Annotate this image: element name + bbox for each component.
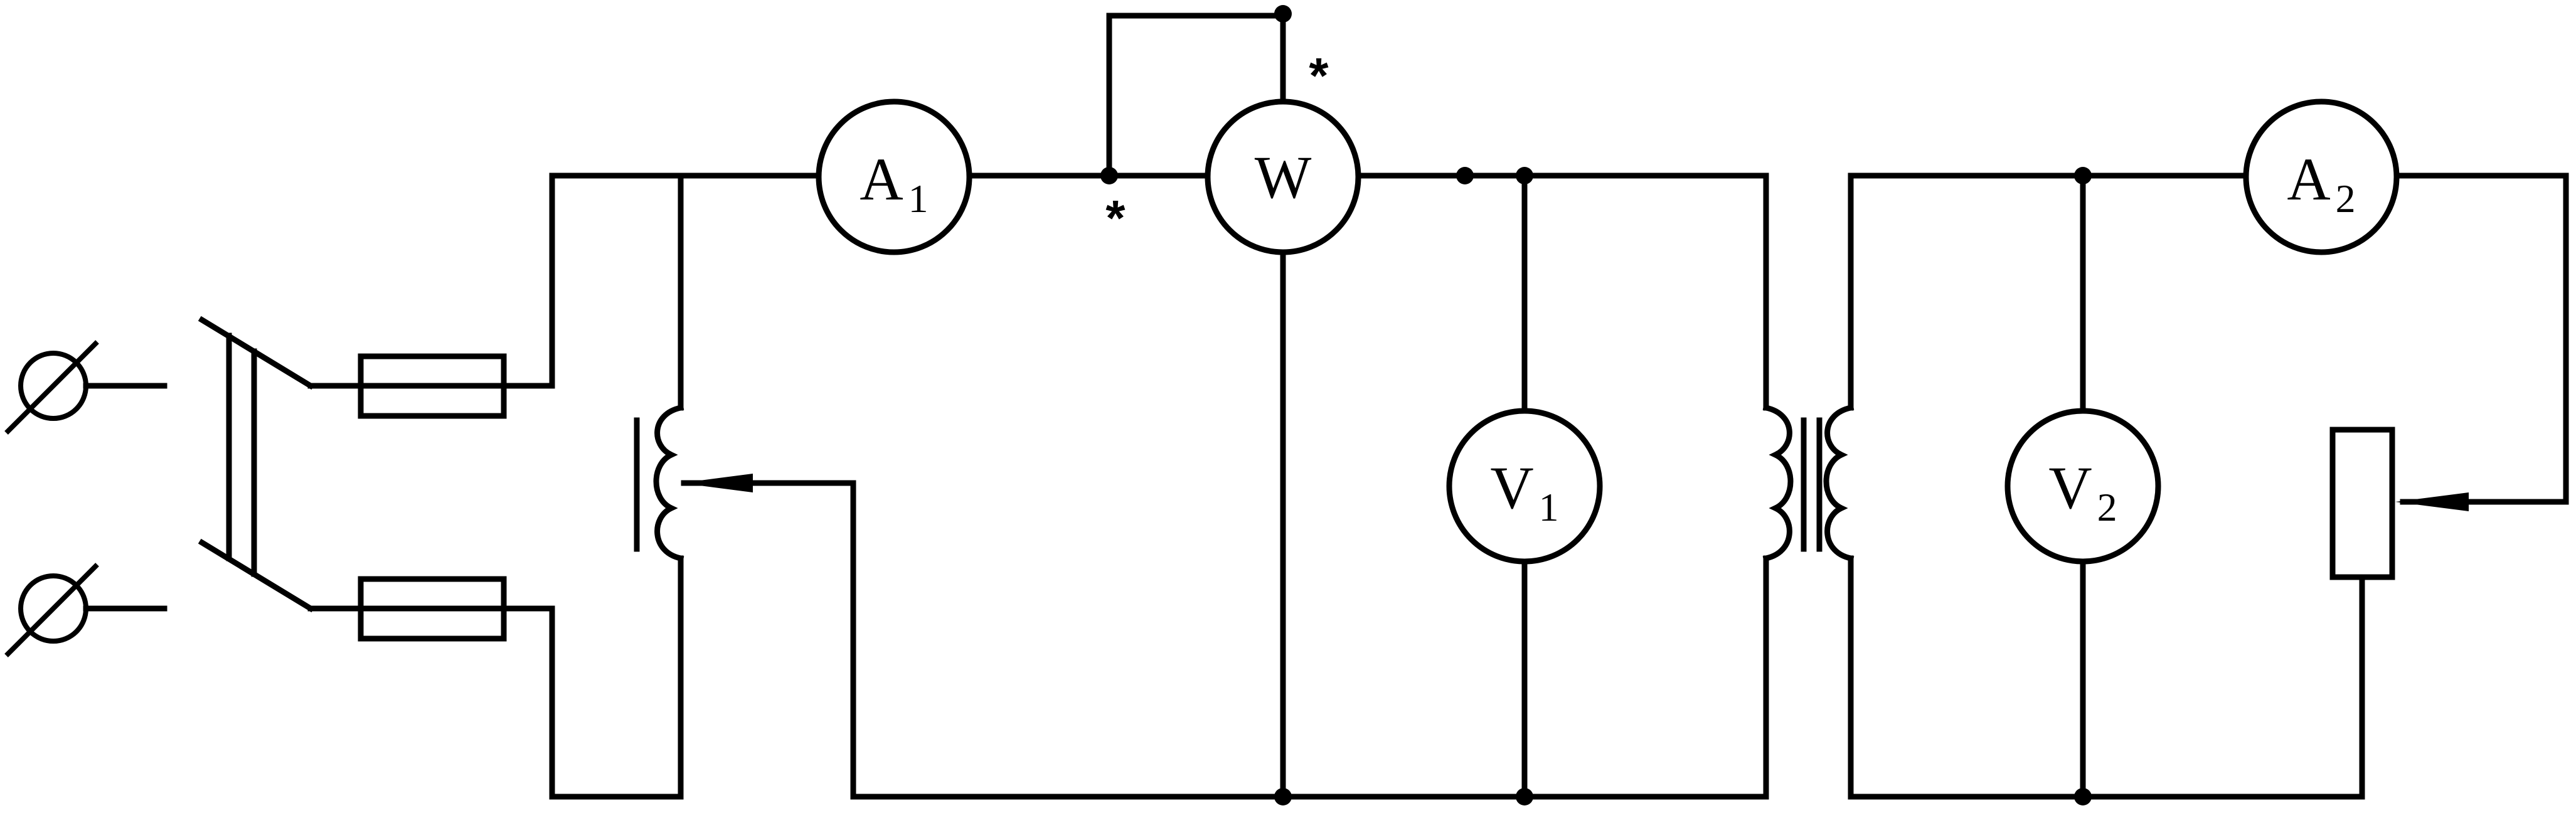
input-terminal-top bbox=[4, 340, 168, 435]
svg-text:V2: V2 bbox=[2048, 454, 2117, 529]
svg-text:A1: A1 bbox=[860, 146, 928, 221]
wire-a2-to-rheostat bbox=[2393, 173, 2569, 505]
ammeter-a1-label: A bbox=[860, 146, 903, 213]
junction-dot bbox=[1100, 167, 1118, 184]
wattmeter-label: W bbox=[1255, 144, 1312, 211]
voltmeter-v1-subscript: 1 bbox=[1539, 485, 1559, 529]
svg-text:A2: A2 bbox=[2287, 146, 2355, 221]
wire-bottom-feed bbox=[549, 555, 684, 800]
ammeter-a1-subscript: 1 bbox=[908, 176, 929, 221]
wire-wattmeter-voltage-link bbox=[1106, 13, 1286, 179]
input-terminal-bottom bbox=[4, 563, 168, 657]
voltmeter-v2-label: V bbox=[2048, 454, 2092, 521]
svg-text:V1: V1 bbox=[1490, 454, 1558, 529]
double-pole-switch bbox=[198, 316, 364, 613]
fuse-bottom bbox=[358, 576, 555, 642]
fuse-top bbox=[358, 353, 555, 419]
wire-secondary-return bbox=[1848, 574, 2365, 800]
wattmeter-w: W bbox=[1205, 98, 1361, 255]
wire-top-feed bbox=[549, 173, 822, 389]
transformer bbox=[1762, 173, 1855, 800]
current-coil-marker: * bbox=[1105, 190, 1126, 246]
voltmeter-v2-subscript: 2 bbox=[2097, 485, 2117, 529]
autotransformer bbox=[634, 404, 856, 800]
junction-dot bbox=[1274, 788, 1292, 805]
ammeter-a2-label: A bbox=[2287, 146, 2330, 213]
voltmeter-v1-label: V bbox=[1490, 454, 1533, 521]
junction-dot bbox=[1456, 167, 1474, 184]
ammeter-a2-subscript: 2 bbox=[2336, 176, 2356, 221]
voltage-coil-marker: * bbox=[1309, 48, 1329, 104]
junction-dot bbox=[1516, 788, 1533, 805]
junction-dot bbox=[1274, 5, 1292, 23]
junction-dot bbox=[2074, 788, 2092, 805]
